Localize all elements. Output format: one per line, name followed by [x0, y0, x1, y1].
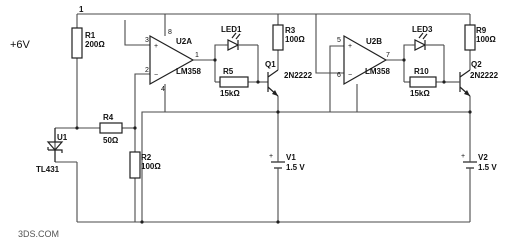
- battery-v1: + V1 1.5 V: [269, 150, 305, 180]
- r4-value: 50Ω: [103, 136, 119, 145]
- node-label: 1: [79, 5, 84, 14]
- supply-label: +6V: [10, 39, 31, 51]
- resistor-r4: R4 50Ω: [99, 113, 123, 145]
- q1-ref: Q1: [265, 60, 276, 69]
- u2a-pin-plus: 3: [145, 37, 149, 44]
- wires: [54, 13, 471, 223]
- v1-value: 1.5 V: [286, 163, 305, 172]
- resistor-r1: R1 200Ω: [71, 27, 105, 59]
- u2b-part: LM358: [365, 67, 390, 76]
- svg-text:+: +: [461, 153, 465, 160]
- q2-ref: Q2: [471, 60, 482, 69]
- r10-value: 15kΩ: [410, 89, 430, 98]
- r2-ref: R2: [141, 153, 152, 162]
- watermark-text: 3DS.COM: [18, 229, 59, 239]
- r5-value: 15kΩ: [220, 89, 240, 98]
- led1-ref: LED1: [221, 25, 242, 34]
- u1-ref: U1: [57, 133, 68, 142]
- svg-text:−: −: [154, 72, 158, 79]
- led-led3: LED3: [412, 25, 433, 51]
- v2-value: 1.5 V: [478, 163, 497, 172]
- r9-ref: R9: [476, 26, 487, 35]
- svg-text:+: +: [154, 43, 158, 50]
- resistor-r5: R5 15kΩ: [219, 67, 249, 98]
- r1-value: 200Ω: [85, 40, 105, 49]
- q1-part: 2N2222: [284, 71, 313, 80]
- svg-text:+: +: [348, 43, 352, 50]
- u1-part: TL431: [36, 165, 60, 174]
- led-led1: LED1: [221, 25, 247, 51]
- svg-text:+: +: [269, 153, 273, 160]
- r2-value: 100Ω: [141, 162, 161, 171]
- r10-ref: R10: [414, 67, 429, 76]
- v2-ref: V2: [478, 153, 488, 162]
- shunt-regulator-u1: U1 TL431: [36, 128, 68, 174]
- u2b-pin-out: 7: [386, 52, 390, 59]
- opamp-u2b: + − 5 6 7 U2B LM358: [337, 34, 390, 86]
- u2b-ref: U2B: [366, 37, 382, 46]
- r1-ref: R1: [85, 31, 96, 40]
- led3-ref: LED3: [412, 25, 433, 34]
- transistor-q2: Q2 2N2222: [450, 60, 499, 97]
- u2a-pin-minus: 2: [145, 67, 149, 74]
- v1-ref: V1: [286, 153, 296, 162]
- r3-ref: R3: [285, 26, 296, 35]
- r5-ref: R5: [223, 67, 234, 76]
- junction-dots: [75, 58, 472, 224]
- resistor-r10: R10 15kΩ: [409, 67, 437, 98]
- u2b-pin-plus: 5: [337, 37, 341, 44]
- transistor-q1: Q1 2N2222: [265, 60, 313, 97]
- r9-value: 100Ω: [476, 35, 496, 44]
- r3-value: 100Ω: [285, 35, 305, 44]
- q2-part: 2N2222: [470, 71, 499, 80]
- u2a-pin-gnd: 4: [161, 86, 165, 93]
- u2a-ref: U2A: [176, 37, 192, 46]
- u2b-pin-minus: 6: [337, 72, 341, 79]
- u2a-pin-out: 1: [195, 52, 199, 59]
- opamp-u2a: + − 3 2 1 8 4 U2A LM358: [145, 29, 201, 93]
- resistor-r2: R2 100Ω: [129, 151, 161, 179]
- r4-ref: R4: [103, 113, 114, 122]
- svg-text:−: −: [348, 72, 352, 79]
- u2a-pin-supply: 8: [168, 29, 172, 36]
- supply-terminal: +6V: [10, 39, 31, 51]
- battery-v2: + V2 1.5 V: [461, 150, 497, 180]
- u2a-part: LM358: [176, 67, 201, 76]
- resistor-r3: R3 100Ω: [272, 24, 305, 51]
- resistor-r9: R9 100Ω: [464, 24, 496, 51]
